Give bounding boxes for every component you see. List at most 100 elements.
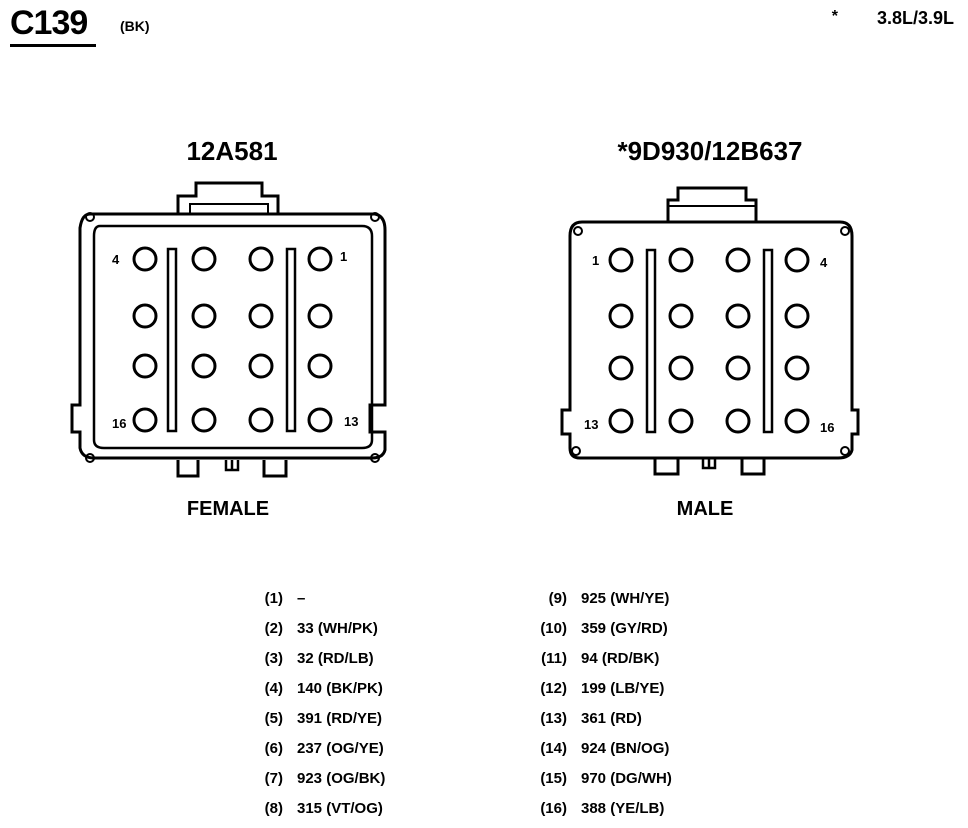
pinout-row: (10)359 (GY/RD) bbox=[527, 614, 672, 644]
pinout-row: (12)199 (LB/YE) bbox=[527, 674, 672, 704]
male-pin-cavity bbox=[784, 408, 810, 434]
pin-circuit: 388 (YE/LB) bbox=[581, 800, 665, 817]
female-label: FEMALE bbox=[186, 498, 270, 520]
male-pin-cavity bbox=[784, 247, 810, 273]
female-corner-bump bbox=[85, 453, 95, 463]
male-part-number: *9D930/12B637 bbox=[617, 136, 803, 166]
pin-number: (1) bbox=[264, 590, 283, 607]
connector-color: (BK) bbox=[120, 18, 150, 34]
pin-circuit: 923 (OG/BK) bbox=[297, 770, 386, 787]
pin-circuit: 970 (DG/WH) bbox=[581, 770, 672, 787]
female-latch bbox=[176, 181, 280, 214]
pinout-row: (2) 33 (WH/PK) bbox=[243, 614, 385, 644]
pinout-row: (14)924 (BN/OG) bbox=[527, 734, 672, 764]
pin-number: (5) bbox=[264, 710, 283, 727]
pin-number: (4) bbox=[264, 680, 283, 697]
male-pin-cavity bbox=[668, 247, 694, 273]
pin-number: (2) bbox=[264, 620, 283, 637]
male-pin-label-bottom-right: 16 bbox=[820, 420, 834, 435]
male-pin-cavity bbox=[784, 355, 810, 381]
pin-number: (6) bbox=[264, 740, 283, 757]
female-corner-bump bbox=[85, 212, 95, 222]
female-connector bbox=[70, 181, 387, 478]
male-pin-cavity bbox=[668, 355, 694, 381]
female-latch-inner bbox=[189, 203, 269, 214]
pin-number: (13) bbox=[540, 710, 567, 727]
pin-circuit: 315 (VT/OG) bbox=[297, 800, 383, 817]
female-pin-cavity bbox=[248, 246, 274, 272]
female-pin-cavity bbox=[191, 246, 217, 272]
pinout-right-column: (9)925 (WH/YE) (10)359 (GY/RD) (11)94 (R… bbox=[527, 584, 672, 824]
female-corner-bump bbox=[370, 212, 380, 222]
pin-circuit: 32 (RD/LB) bbox=[297, 650, 374, 667]
pinout-row: (16) 388 (YE/LB) bbox=[527, 794, 672, 824]
male-pin-cavity bbox=[608, 355, 634, 381]
female-pin-cavity bbox=[132, 353, 158, 379]
pin-number: (11) bbox=[541, 650, 567, 667]
female-pin-cavity bbox=[191, 353, 217, 379]
pin-number: (15) bbox=[540, 770, 567, 787]
male-pin-label-top-left: 1 bbox=[592, 253, 599, 268]
pin-circuit: 33 (WH/PK) bbox=[297, 620, 378, 637]
pin-number: (12) bbox=[540, 680, 567, 697]
male-corner-bump bbox=[840, 446, 850, 456]
male-connector bbox=[560, 186, 860, 476]
pinout-row: (1)– bbox=[243, 584, 385, 614]
female-pin-cavity bbox=[248, 407, 274, 433]
male-pin-label-top-right: 4 bbox=[820, 255, 828, 270]
male-bottom-tab bbox=[653, 458, 680, 476]
female-pin-cavity bbox=[307, 246, 333, 272]
male-pin-cavity bbox=[784, 303, 810, 329]
female-divider bbox=[285, 247, 297, 433]
female-bottom-tab bbox=[176, 460, 200, 478]
pinout-row: (15) 970 (DG/WH) bbox=[527, 764, 672, 794]
male-pin-cavity bbox=[608, 408, 634, 434]
pinout-row: (9)925 (WH/YE) bbox=[527, 584, 672, 614]
male-body bbox=[560, 220, 860, 460]
female-bottom-tab bbox=[262, 460, 288, 478]
female-bottom-key bbox=[224, 460, 240, 472]
pin-number: (16) bbox=[540, 800, 567, 817]
male-pin-cavity bbox=[725, 408, 751, 434]
male-corner-bump bbox=[573, 226, 583, 236]
female-inner-body bbox=[92, 224, 374, 450]
male-pin-cavity bbox=[725, 247, 751, 273]
male-corner-bump bbox=[571, 446, 581, 456]
pinout-row: (5)391 (RD/YE) bbox=[243, 704, 385, 734]
female-corner-bump bbox=[370, 453, 380, 463]
male-latch bbox=[666, 186, 758, 222]
connector-id: C139 bbox=[10, 4, 88, 42]
connector-diagram: 4 1 16 13 1 4 13 16 bbox=[70, 181, 860, 478]
pin-circuit: 237 (OG/YE) bbox=[297, 740, 384, 757]
pinout-row: (6) 237 (OG/YE) bbox=[243, 734, 385, 764]
female-pin-cavity bbox=[307, 353, 333, 379]
pinout-row: (3) 32 (RD/LB) bbox=[243, 644, 385, 674]
male-divider bbox=[762, 248, 774, 434]
male-pin-cavity bbox=[668, 303, 694, 329]
pinout-row: (4) 140 (BK/PK) bbox=[243, 674, 385, 704]
female-pin-cavity bbox=[191, 303, 217, 329]
female-pin-cavity bbox=[132, 407, 158, 433]
female-pin-label-bottom-left: 16 bbox=[112, 416, 126, 431]
male-pin-cavity bbox=[668, 408, 694, 434]
female-divider bbox=[166, 247, 178, 433]
male-label: MALE bbox=[676, 498, 734, 520]
male-bottom-tab bbox=[740, 458, 766, 476]
female-pin-cavity bbox=[307, 407, 333, 433]
pinout-row: (7)923 (OG/BK) bbox=[243, 764, 386, 794]
pin-circuit: 140 (BK/PK) bbox=[297, 680, 383, 697]
pin-number: (10) bbox=[540, 620, 567, 637]
pinout-row: (11)94 (RD/BK) bbox=[527, 644, 672, 674]
male-bottom-key bbox=[701, 458, 717, 470]
pinout-row: (8) 315 (VT/OG) bbox=[243, 794, 385, 824]
female-pin-label-top-left: 4 bbox=[112, 252, 120, 267]
male-pin-cavity bbox=[725, 303, 751, 329]
pin-number: (14) bbox=[540, 740, 567, 757]
pin-number: (3) bbox=[264, 650, 283, 667]
male-pin-cavity bbox=[608, 247, 634, 273]
pin-number: (8) bbox=[264, 800, 283, 817]
female-part-number: 12A581 bbox=[186, 136, 278, 166]
female-pin-cavity bbox=[191, 407, 217, 433]
female-pin-cavity bbox=[132, 246, 158, 272]
female-pin-label-bottom-right: 13 bbox=[344, 414, 358, 429]
